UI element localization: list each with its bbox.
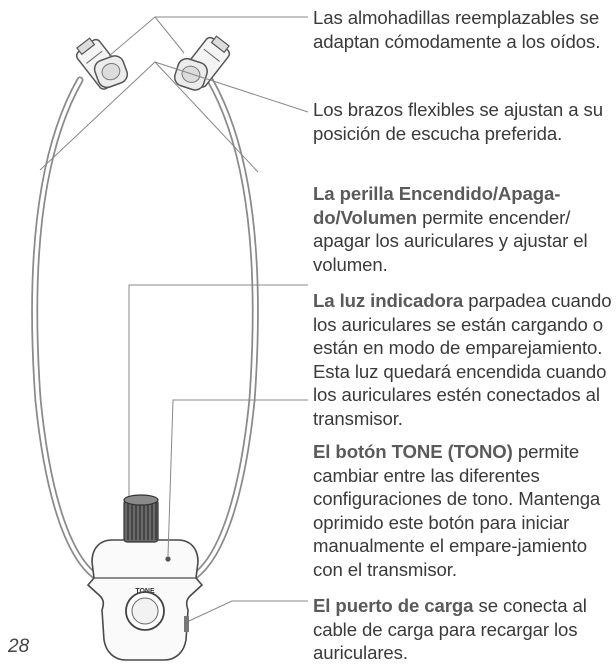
volume-knob [123,494,159,543]
right-flexible-arm [188,76,259,582]
leader-charging-port [188,600,308,622]
callout-tone-button: El botón TONE (TONO) permite cambiar ent… [313,441,601,580]
callout-volume-knob: La perilla Encendido/Apaga-do/Volumen pe… [313,183,588,275]
charging-port [184,616,189,632]
right-flexible-arm-inner [190,78,258,580]
left-flexible-arm [31,76,102,582]
indicator-light [165,556,171,562]
callout-ear-pads: Las almohadillas reemplazables se adapta… [313,7,601,52]
left-flexible-arm-inner [32,78,100,580]
tone-button [125,591,165,631]
right-ear-pad [173,57,208,91]
callout-flexible-arms: Los brazos flexibles se ajustan a su pos… [313,99,603,144]
headset-illustration: TONE [0,0,310,661]
leader-indicator [167,399,308,557]
callout-charging-port: El puerto de carga se conecta al cable d… [313,595,587,663]
leader-ear-pads [108,16,185,57]
left-ear-pad [93,55,129,89]
callout-indicator-light: La luz indicadora parpadea cuando los au… [313,290,612,429]
page-number: 28 [8,636,30,657]
leader-knob [128,284,308,496]
